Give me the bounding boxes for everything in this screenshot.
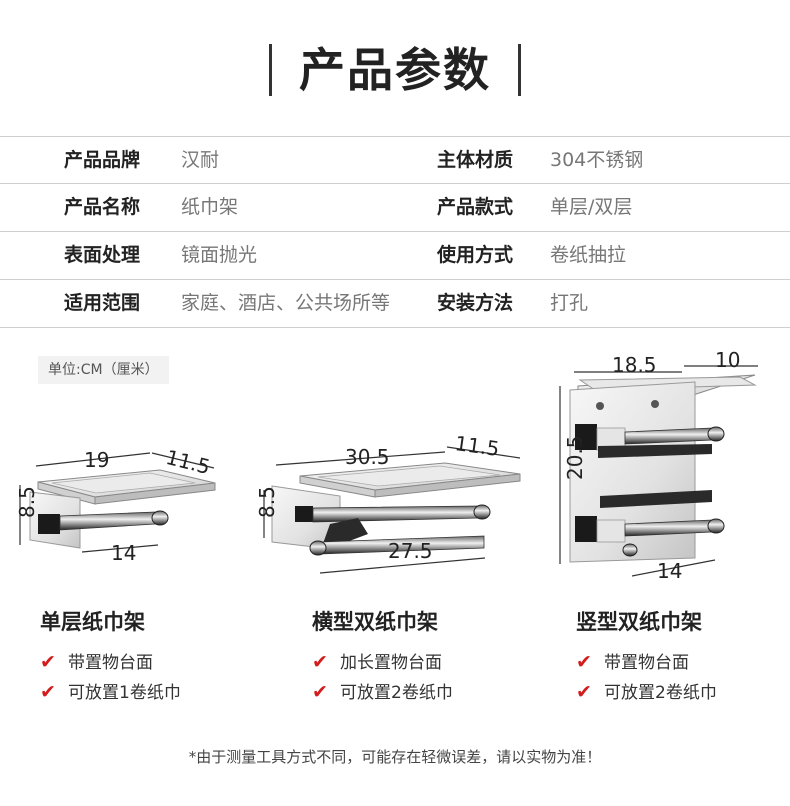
spec-value: 打孔: [550, 292, 589, 314]
title-divider-left: [268, 44, 272, 96]
feature-item: ✔ 可放置1卷纸巾: [40, 678, 181, 703]
dimension-width: 18.5: [612, 353, 657, 377]
feature-item: ✔ 带置物台面: [40, 648, 153, 673]
check-mark-icon: ✔: [40, 651, 56, 673]
check-mark-icon: ✔: [576, 651, 592, 673]
feature-item: ✔ 加长置物台面: [312, 648, 442, 673]
spec-key: 使用方式: [437, 244, 514, 266]
disclaimer-note: *由于测量工具方式不同，可能存在轻微误差，请以实物为准！: [188, 748, 602, 766]
single-holder-drawing: 19 11.5 8.5 14: [15, 445, 216, 565]
spec-key: 表面处理: [64, 244, 141, 266]
feature-text: 带置物台面: [68, 653, 153, 673]
spec-value: 汉耐: [181, 149, 220, 171]
dimension-height: 8.5: [15, 486, 39, 518]
vertical-double-holder-drawing: 18.5 10 20.5 14: [559, 348, 758, 583]
spec-value: 单层/双层: [550, 196, 633, 218]
dimension-width: 19: [84, 448, 109, 472]
check-mark-icon: ✔: [576, 681, 592, 703]
dimension-length: 14: [111, 541, 136, 565]
feature-text: 加长置物台面: [340, 653, 442, 673]
spec-table: 产品品牌 汉耐 主体材质 304不锈钢 产品名称 纸巾架 产品款式 单层/双层 …: [0, 136, 790, 328]
spec-value: 卷纸抽拉: [550, 244, 627, 266]
feature-item: ✔ 可放置2卷纸巾: [576, 678, 717, 703]
check-mark-icon: ✔: [312, 681, 328, 703]
dimension-width: 30.5: [345, 445, 390, 469]
page-header: 产品参数: [0, 44, 790, 96]
spec-key: 适用范围: [64, 292, 141, 314]
product-illustrations: 19 11.5 8.5 14 30.5 11.5 8.5 27.5: [15, 348, 758, 583]
dimension-height: 20.5: [563, 435, 587, 480]
feature-text: 带置物台面: [604, 653, 689, 673]
product-name: 竖型双纸巾架: [576, 610, 702, 634]
check-mark-icon: ✔: [40, 681, 56, 703]
feature-text: 可放置2卷纸巾: [604, 683, 717, 703]
product-name: 横型双纸巾架: [312, 610, 438, 634]
feature-text: 可放置2卷纸巾: [340, 683, 453, 703]
spec-value: 纸巾架: [181, 196, 239, 218]
spec-key: 产品品牌: [64, 149, 141, 171]
dimension-depth: 10: [715, 348, 740, 372]
feature-item: ✔ 带置物台面: [576, 648, 689, 673]
spec-value: 镜面抛光: [181, 244, 258, 266]
spec-key: 安装方法: [437, 292, 514, 314]
spec-value: 304不锈钢: [550, 149, 644, 171]
product-name: 单层纸巾架: [40, 610, 145, 634]
dimension-height: 8.5: [255, 486, 279, 518]
title-divider-right: [518, 44, 522, 96]
spec-key: 产品款式: [437, 196, 514, 218]
horizontal-double-holder-drawing: 30.5 11.5 8.5 27.5: [255, 431, 521, 574]
spec-row: 产品名称 纸巾架 产品款式 单层/双层: [0, 184, 790, 232]
dimension-depth: 11.5: [453, 431, 500, 461]
feature-text: 可放置1卷纸巾: [68, 683, 181, 703]
spec-key: 主体材质: [437, 149, 514, 171]
spec-row: 产品品牌 汉耐 主体材质 304不锈钢: [0, 136, 790, 184]
spec-row: 适用范围 家庭、酒店、公共场所等 安装方法 打孔: [0, 280, 790, 328]
spec-key: 产品名称: [64, 196, 141, 218]
unit-label: 单位:CM（厘米）: [38, 356, 169, 384]
feature-item: ✔ 可放置2卷纸巾: [312, 678, 453, 703]
dimension-length: 14: [657, 559, 682, 583]
dimension-length: 27.5: [388, 539, 433, 563]
check-mark-icon: ✔: [312, 651, 328, 673]
spec-row: 表面处理 镜面抛光 使用方式 卷纸抽拉: [0, 232, 790, 280]
spec-value: 家庭、酒店、公共场所等: [181, 292, 391, 314]
page-title: 产品参数: [299, 43, 491, 97]
